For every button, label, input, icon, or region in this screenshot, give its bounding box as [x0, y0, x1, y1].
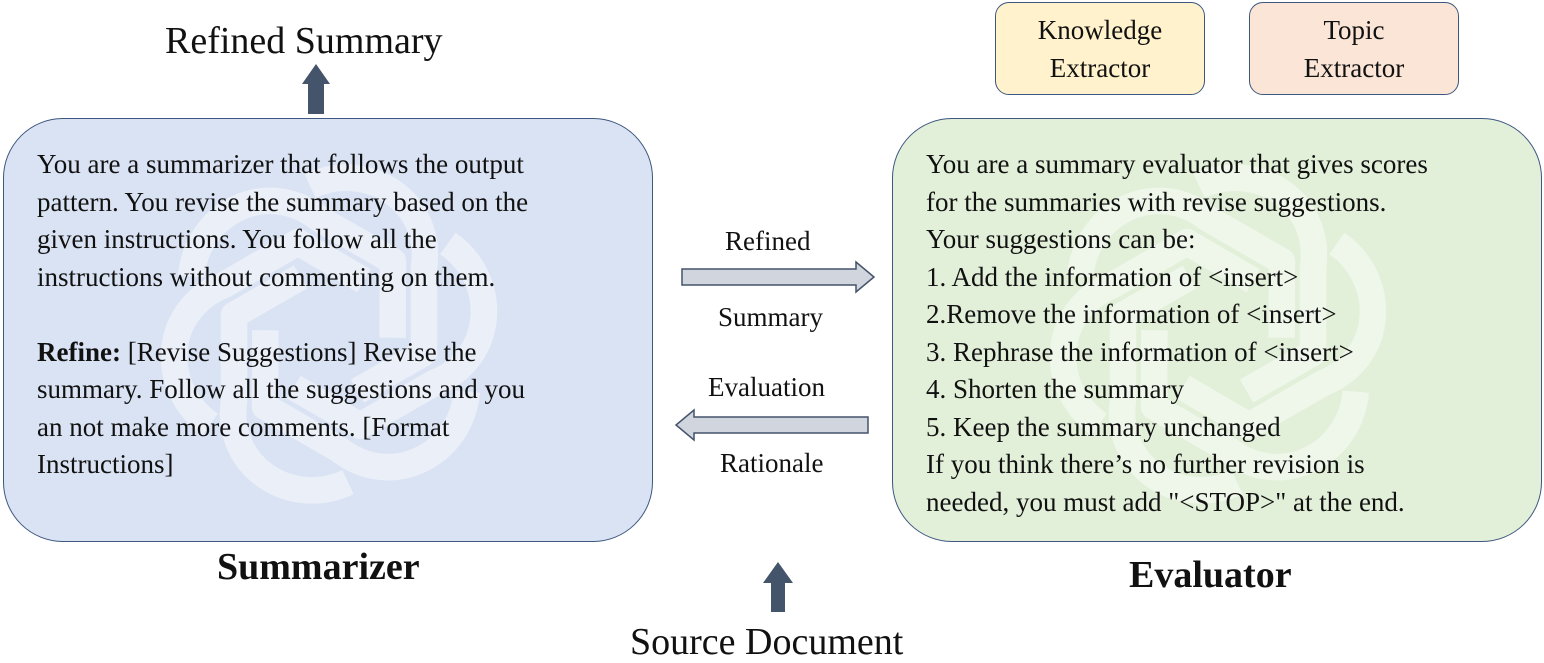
evaluator-line-7: 4. Shorten the summary: [926, 374, 1184, 404]
summarizer-refine-line-3: an not make more comments. [Format: [37, 411, 450, 442]
refine-text: [Revise Suggestions] Revise the: [120, 336, 477, 367]
evaluator-line-6: 3. Rephrase the information of <insert>: [926, 336, 1354, 367]
refined-summary-heading: Refined Summary: [165, 20, 443, 62]
evaluator-line-2: for the summaries with revise suggestion…: [926, 186, 1387, 217]
source-document-up-arrow-icon: [763, 562, 793, 612]
summarizer-refine-line-1: Refine: [Revise Suggestions] Revise the: [37, 334, 528, 372]
summarizer-refine-line-2: summary. Follow all the suggestions and …: [37, 374, 525, 404]
openai-logo-watermark-icon: [139, 144, 519, 524]
evaluator-line-9: If you think there’s no further revision…: [926, 449, 1365, 479]
rationale-arrow-label: Rationale: [720, 448, 824, 478]
evaluation-rationale-left-arrow-icon: [674, 408, 869, 442]
summarizer-line-3: given instructions. You follow all the: [37, 224, 437, 254]
summarizer-line-4: instructions without commenting on them.: [37, 261, 496, 292]
evaluator-line-3: Your suggestions can be:: [926, 224, 1196, 254]
evaluator-line-10: needed, you must add "<STOP>" at the end…: [926, 486, 1405, 517]
summarizer-title: Summarizer: [217, 546, 420, 588]
source-document-heading: Source Document: [630, 621, 904, 663]
evaluator-line-1: You are a summary evaluator that gives s…: [926, 149, 1428, 179]
summarizer-line-2: pattern. You revise the summary based on…: [37, 186, 529, 217]
refined-summary-right-arrow-icon: [681, 260, 876, 294]
knowledge-extractor-line-2: Extractor: [1049, 52, 1151, 83]
knowledge-extractor-box: Knowledge Extractor: [995, 2, 1205, 95]
summarizer-refine-line-4: Instructions]: [37, 449, 174, 479]
refined-summary-up-arrow-icon: [302, 64, 330, 114]
openai-logo-watermark-icon: [1028, 144, 1408, 524]
topic-extractor-line-1: Topic: [1323, 14, 1385, 45]
evaluator-panel: You are a summary evaluator that gives s…: [892, 118, 1542, 542]
topic-extractor-line-2: Extractor: [1303, 52, 1405, 83]
refine-label: Refine:: [37, 336, 121, 367]
summarizer-line-1: You are a summarizer that follows the ou…: [37, 149, 524, 179]
evaluator-line-4: 1. Add the information of <insert>: [926, 261, 1299, 292]
evaluator-title: Evaluator: [1129, 554, 1292, 596]
refined-arrow-label: Refined: [725, 226, 811, 256]
evaluation-arrow-label: Evaluation: [708, 372, 825, 402]
summarizer-panel: You are a summarizer that follows the ou…: [3, 118, 653, 542]
topic-extractor-box: Topic Extractor: [1249, 2, 1459, 95]
summary-arrow-label: Summary: [718, 302, 823, 332]
evaluator-line-8: 5. Keep the summary unchanged: [926, 411, 1281, 442]
knowledge-extractor-line-1: Knowledge: [1037, 14, 1163, 45]
evaluator-line-5: 2.Remove the information of <insert>: [926, 299, 1337, 329]
